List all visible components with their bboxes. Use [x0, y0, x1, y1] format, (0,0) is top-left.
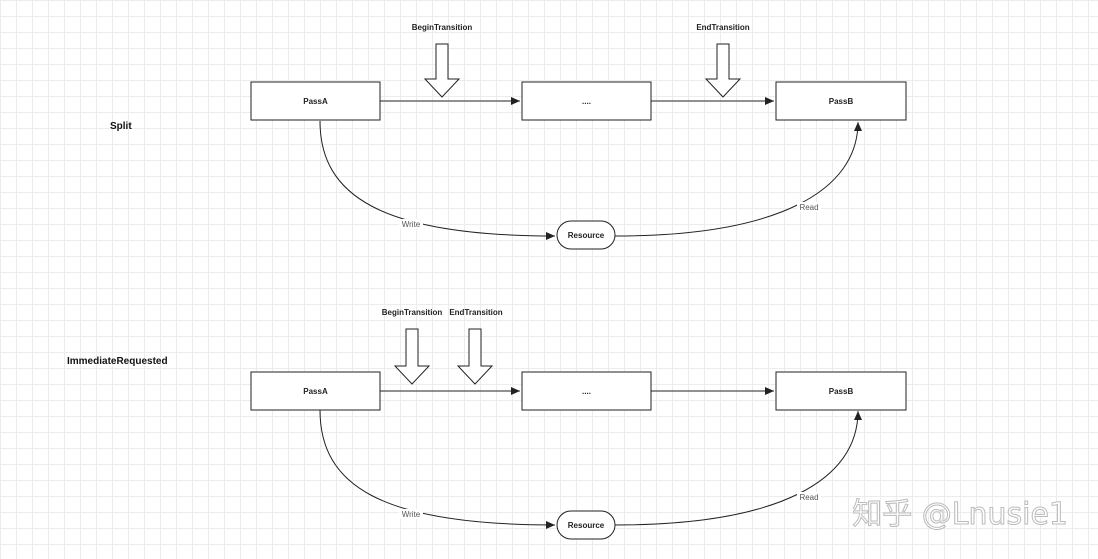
write-edge-label: Write	[402, 220, 421, 229]
read-edge	[614, 121, 862, 237]
middle-node[interactable]	[521, 81, 652, 121]
pass-b-node[interactable]	[775, 81, 907, 121]
begin-transition-label: BeginTransition	[382, 308, 443, 317]
write-label-bg	[399, 509, 423, 519]
resource-label: Resource	[568, 231, 605, 240]
write-edge	[319, 120, 556, 240]
pass-b-label: PassB	[829, 387, 854, 396]
begin-transition-label: BeginTransition	[412, 23, 473, 32]
section-label-split: Split	[110, 121, 132, 132]
read-edge-label: Read	[799, 493, 818, 502]
write-label-bg	[399, 219, 423, 229]
split-section: Split PassA .... PassB Resource Write Re…	[110, 23, 907, 250]
middle-label: ....	[582, 387, 591, 396]
begin-transition-arrow-icon	[423, 43, 461, 98]
middle-node[interactable]	[521, 371, 652, 411]
section-label-immediate-requested: ImmediateRequested	[67, 356, 168, 367]
end-transition-label: EndTransition	[696, 23, 749, 32]
pass-a-node[interactable]	[250, 81, 381, 121]
read-edge-label: Read	[799, 203, 818, 212]
write-edge	[319, 409, 556, 529]
end-transition-arrow-icon	[456, 328, 494, 385]
end-transition-arrow-icon	[704, 43, 742, 98]
resource-node[interactable]	[556, 510, 616, 540]
pass-a-label: PassA	[303, 387, 328, 396]
read-label-bg	[797, 202, 821, 212]
read-edge	[614, 410, 862, 526]
write-edge-label: Write	[402, 510, 421, 519]
begin-transition-arrow-icon	[393, 328, 431, 385]
pass-b-node[interactable]	[775, 371, 907, 411]
pass-a-label: PassA	[303, 97, 328, 106]
immediate-requested-section: ImmediateRequested PassA .... PassB Reso…	[67, 308, 907, 540]
pass-b-label: PassB	[829, 97, 854, 106]
read-label-bg	[797, 492, 821, 502]
end-transition-label: EndTransition	[449, 308, 502, 317]
watermark-text: 知乎 @Lnusie1	[852, 497, 1068, 532]
middle-label: ....	[582, 97, 591, 106]
resource-node[interactable]	[556, 220, 616, 250]
pass-a-node[interactable]	[250, 371, 381, 411]
resource-label: Resource	[568, 521, 605, 530]
